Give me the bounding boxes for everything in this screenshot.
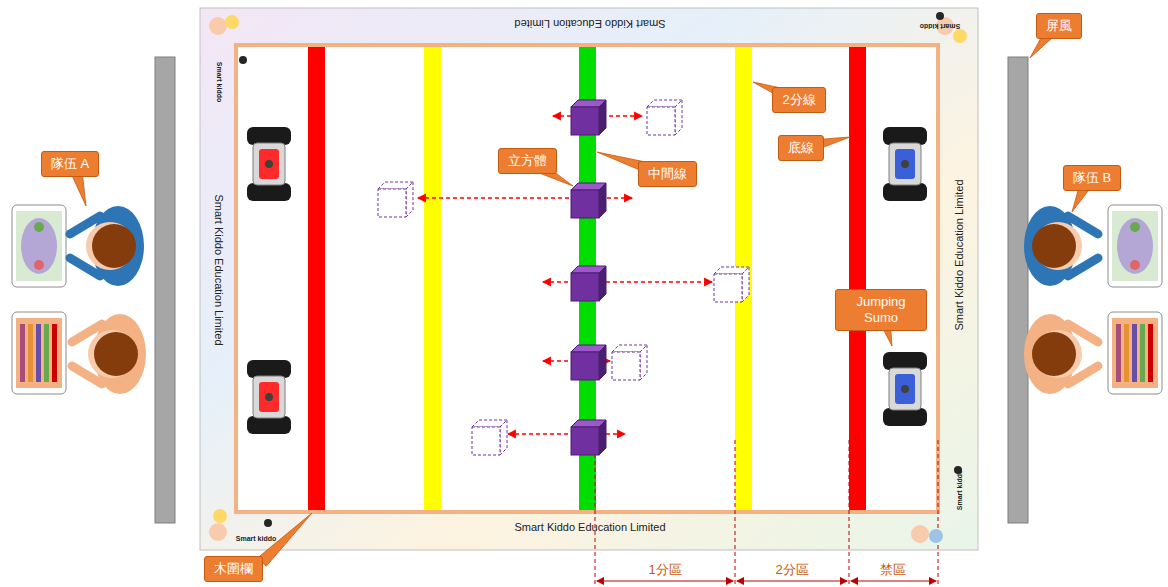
base-line [308,47,325,510]
callout-text: 隊伍 A [51,156,89,172]
callout-box: 木圍欄 [204,556,263,582]
jumping-sumo-robot [883,352,927,426]
jumping-sumo-robot [247,127,291,201]
logo-text: Smart kiddo [216,62,223,102]
zone-guides [595,440,938,587]
jumping-sumo-robot [247,360,291,434]
tablet [12,312,66,394]
border-text: Smart Kiddo Education Limited [213,194,225,345]
cube-target [472,420,507,455]
player [1024,314,1098,394]
cube-target [612,345,647,380]
cube [571,100,606,135]
callout-text: Jumping Sumo [845,294,917,327]
callout-text: 木圍欄 [214,561,253,577]
logo-text: Smart kiddo [236,535,276,542]
field-frame [200,8,978,550]
cube-target [647,100,682,135]
cube [571,266,606,301]
wooden-fence [236,45,938,512]
callout-box: Jumping Sumo [835,289,927,332]
zone-label: 2分區 [775,561,808,579]
callout-box: 隊伍 A [41,151,99,177]
cube [571,420,606,455]
callout-text: 2分線 [782,92,815,108]
tablet [1108,312,1162,394]
logo-text: Smart kiddo [956,470,963,510]
screen-panel [1008,57,1028,523]
corner-mascots [209,12,967,543]
cube-target [378,182,413,217]
player [1024,206,1098,286]
cube-target [714,267,749,302]
border-text: Smart Kiddo Education Limited [514,18,665,30]
two-point-line [424,47,441,510]
zone-arrows [597,580,936,581]
zone-label: 禁區 [880,561,906,579]
callout-box: 底線 [778,135,824,161]
callout-text: 隊伍 B [1073,170,1111,186]
cube [571,345,606,380]
logo-text: Smart kiddo [920,23,960,30]
callout-text: 立方體 [508,153,547,169]
border-text: Smart Kiddo Education Limited [953,179,965,330]
screen-panel [155,57,175,523]
callout-text: 中間線 [648,166,687,182]
zone-label: 1分區 [648,561,681,579]
border-text: Smart Kiddo Education Limited [514,521,665,533]
player [70,206,144,286]
tablet [12,205,66,287]
callout-box: 隊伍 B [1063,165,1121,191]
callout-text: 屏風 [1046,18,1072,34]
jumping-sumo-robot [883,127,927,201]
cube [571,183,606,218]
callout-box: 屏風 [1036,13,1082,39]
callout-box: 立方體 [498,148,557,174]
tablet [1108,205,1162,287]
move-arrows [418,116,712,434]
callout-text: 底線 [788,140,814,156]
base-line [849,47,866,510]
callout-box: 2分線 [772,87,825,113]
player [72,314,146,394]
callout-box: 中間線 [638,161,697,187]
